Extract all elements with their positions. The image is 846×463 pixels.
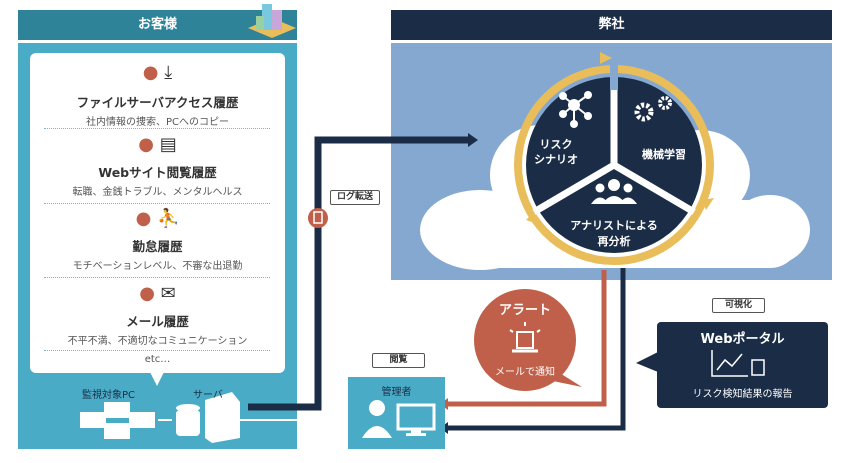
admin-label: 管理者: [381, 387, 412, 398]
history-item-sub: 社内情報の捜索、PCへのコピー: [85, 117, 229, 128]
history-item-title: ファイルサーバアクセス履歴: [76, 95, 239, 110]
history-item-title: Webサイト閲覧履歴: [98, 165, 217, 180]
alert-title: アラート: [498, 303, 551, 318]
cycle-arrowheads: [526, 52, 714, 224]
log-transfer-tag: ログ転送: [330, 190, 380, 205]
history-item-attendance: ● ⛹ 勤怠履歴モチベーションレベル、不審な出退勤: [30, 208, 285, 272]
file-badge-icon: ●: [138, 134, 154, 155]
log-file-icon: [308, 208, 328, 228]
pc-label: 監視対象PC: [82, 390, 136, 401]
customer-title: お客様: [137, 17, 177, 32]
alert-bubble: [474, 289, 582, 391]
alert-sub: メールで通知: [495, 367, 555, 378]
divider: [44, 350, 270, 351]
view-tag: 閲覧: [372, 353, 425, 368]
visualize-tag: 可視化: [712, 298, 765, 313]
history-card-pointer: [150, 372, 164, 386]
divider: [44, 277, 270, 278]
server-icon: [176, 392, 240, 443]
worker-icon: ● ⛹: [135, 208, 180, 229]
history-card: [30, 53, 285, 373]
download-icon: ● ⤓: [142, 62, 173, 83]
cycle-gap: [610, 55, 618, 90]
alert-line: [446, 270, 607, 407]
history-item-sub: モチベーションレベル、不審な出退勤: [72, 261, 243, 272]
file-badge-icon: ●: [142, 62, 159, 83]
etc-text: etc…: [144, 354, 171, 365]
pc-group-icon: [80, 402, 155, 439]
people-icon: [591, 179, 637, 204]
company-header-bg: [391, 10, 832, 40]
building-icon: [248, 4, 296, 38]
mail-icon: ● ✉: [139, 283, 176, 304]
network-icon: [559, 91, 592, 128]
segment-analyst-2: 再分析: [597, 235, 631, 248]
server-label: サーバ: [193, 390, 223, 401]
portal-title: Webポータル: [700, 332, 785, 347]
gears-icon: [634, 96, 672, 122]
segment-machine-learning: 機械学習: [642, 148, 686, 161]
file-badge-icon: ●: [139, 283, 155, 304]
history-item-file: ● ⤓ ファイルサーバアクセス履歴社内情報の捜索、PCへのコピー: [30, 62, 285, 128]
history-item-mail: ● ✉ メール履歴不平不満、不適切なコミュニケーション: [30, 283, 285, 347]
divider: [44, 128, 270, 129]
history-item-sub: 転職、金銭トラブル、メンタルヘルス: [72, 187, 243, 198]
history-item-sub: 不平不満、不適切なコミュニケーション: [67, 336, 248, 347]
history-item-title: メール履歴: [126, 314, 189, 329]
history-item-title: 勤怠履歴: [132, 239, 183, 254]
segment-analyst-1: アナリストによる: [570, 219, 658, 232]
file-badge-icon: ●: [135, 208, 152, 229]
company-title: 弊社: [598, 17, 625, 32]
history-item-web: ● ▤ Webサイト閲覧履歴転職、金銭トラブル、メンタルヘルス: [30, 134, 285, 198]
portal-box-bg: [636, 322, 828, 408]
divider: [44, 203, 270, 204]
log-transfer-arrowhead: [468, 133, 478, 147]
admin-person-icon: [362, 400, 392, 438]
portal-line: [446, 268, 626, 431]
portal-sub: リスク検知結果の報告: [692, 389, 793, 400]
monitor-icon: [396, 403, 436, 436]
siren-icon: [509, 322, 541, 353]
chart-report-icon: [711, 350, 765, 377]
browser-icon: ● ▤: [138, 134, 177, 155]
log-transfer-line: [248, 136, 470, 411]
segment-risk-scenario: リスク シナリオ: [534, 138, 578, 166]
customer-header-bg: [18, 10, 297, 40]
